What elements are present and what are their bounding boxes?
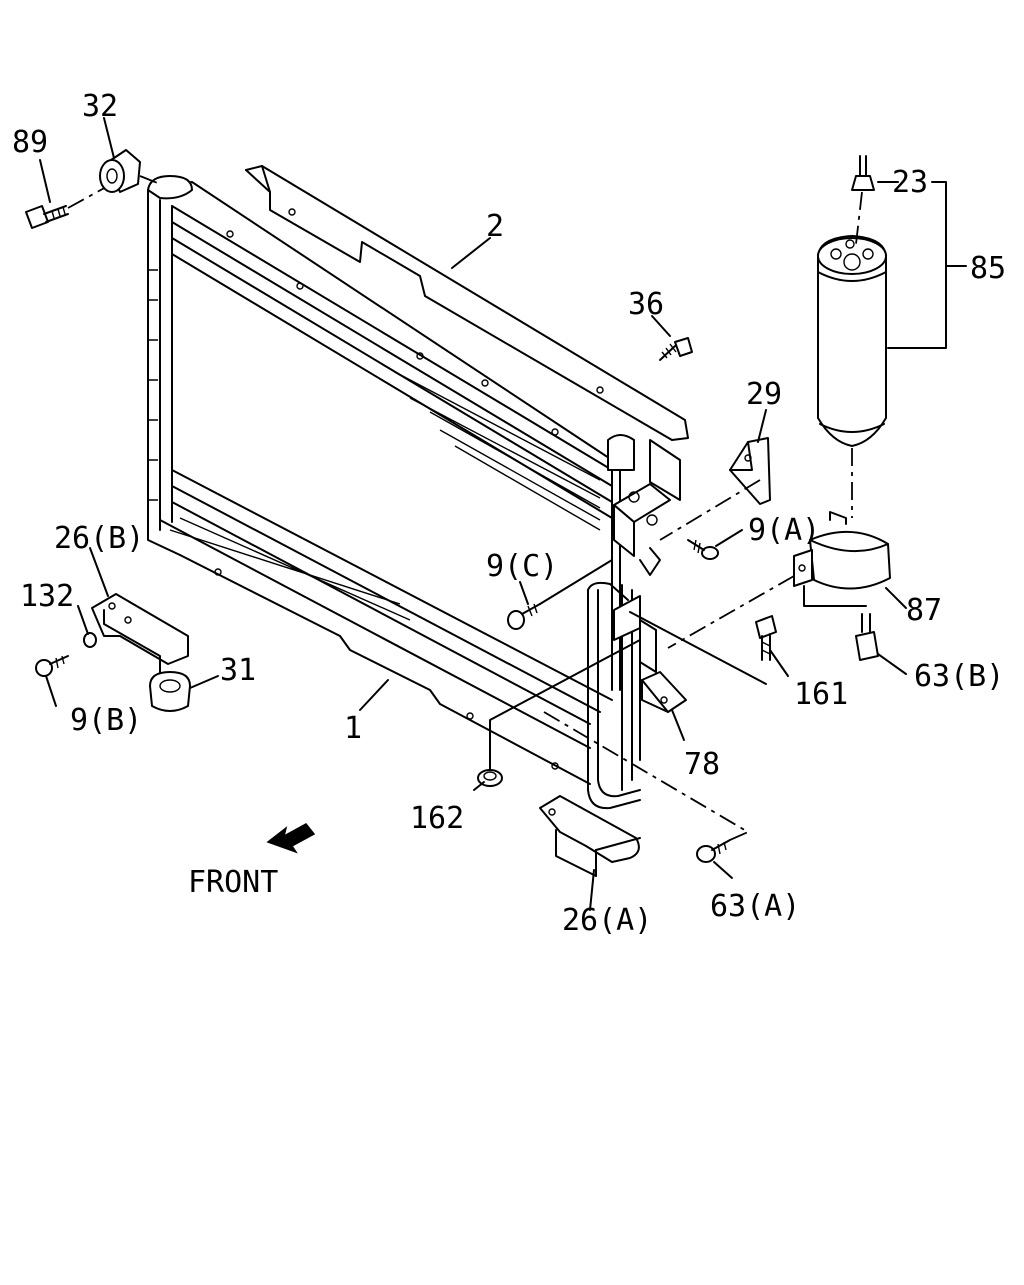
fitting-23 [851, 155, 875, 245]
label-63a: 63(A) [710, 889, 800, 924]
receiver-drier [817, 235, 887, 447]
label-87: 87 [906, 593, 942, 628]
grommet-162 [477, 639, 641, 787]
label-89: 89 [12, 125, 48, 160]
label-9c: 9(C) [486, 549, 558, 584]
bracket-26b [91, 593, 189, 679]
screw-9b [35, 655, 69, 677]
bracket-78 [641, 671, 687, 713]
right-pipe-assembly [587, 434, 681, 810]
label-78: 78 [684, 747, 720, 782]
label-9b: 9(B) [70, 703, 142, 738]
label-85: 85 [970, 251, 1006, 286]
label-26a: 26(A) [562, 903, 652, 938]
label-161: 161 [794, 677, 848, 712]
label-132: 132 [20, 579, 74, 614]
upper-seal-plate [245, 165, 689, 441]
screw-9c [507, 559, 613, 630]
bolt-89 [25, 185, 109, 229]
bushing-32 [99, 149, 161, 193]
front-arrow-icon [266, 823, 316, 854]
label-32: 32 [82, 89, 118, 124]
label-1: 1 [344, 711, 362, 746]
label-162: 162 [410, 801, 464, 836]
insulator-31 [149, 671, 191, 712]
screw-63a [543, 711, 750, 863]
label-front: FRONT [188, 865, 278, 900]
bracket-29 [659, 437, 771, 541]
bracket-87 [667, 511, 891, 649]
bracket-26a [539, 795, 641, 877]
label-9a: 9(A) [748, 513, 820, 548]
leader-lines [39, 117, 967, 911]
condenser-core [147, 175, 613, 785]
label-63b: 63(B) [914, 659, 1004, 694]
screw-9a [687, 539, 719, 560]
bolt-63b [855, 613, 879, 661]
label-2: 2 [486, 209, 504, 244]
label-26b: 26(B) [54, 521, 144, 556]
label-36: 36 [628, 287, 664, 322]
washer-132 [83, 632, 97, 648]
label-31: 31 [220, 653, 256, 688]
bolt-161 [629, 611, 777, 685]
label-29: 29 [746, 377, 782, 412]
screw-36 [659, 337, 693, 361]
label-23: 23 [892, 165, 928, 200]
